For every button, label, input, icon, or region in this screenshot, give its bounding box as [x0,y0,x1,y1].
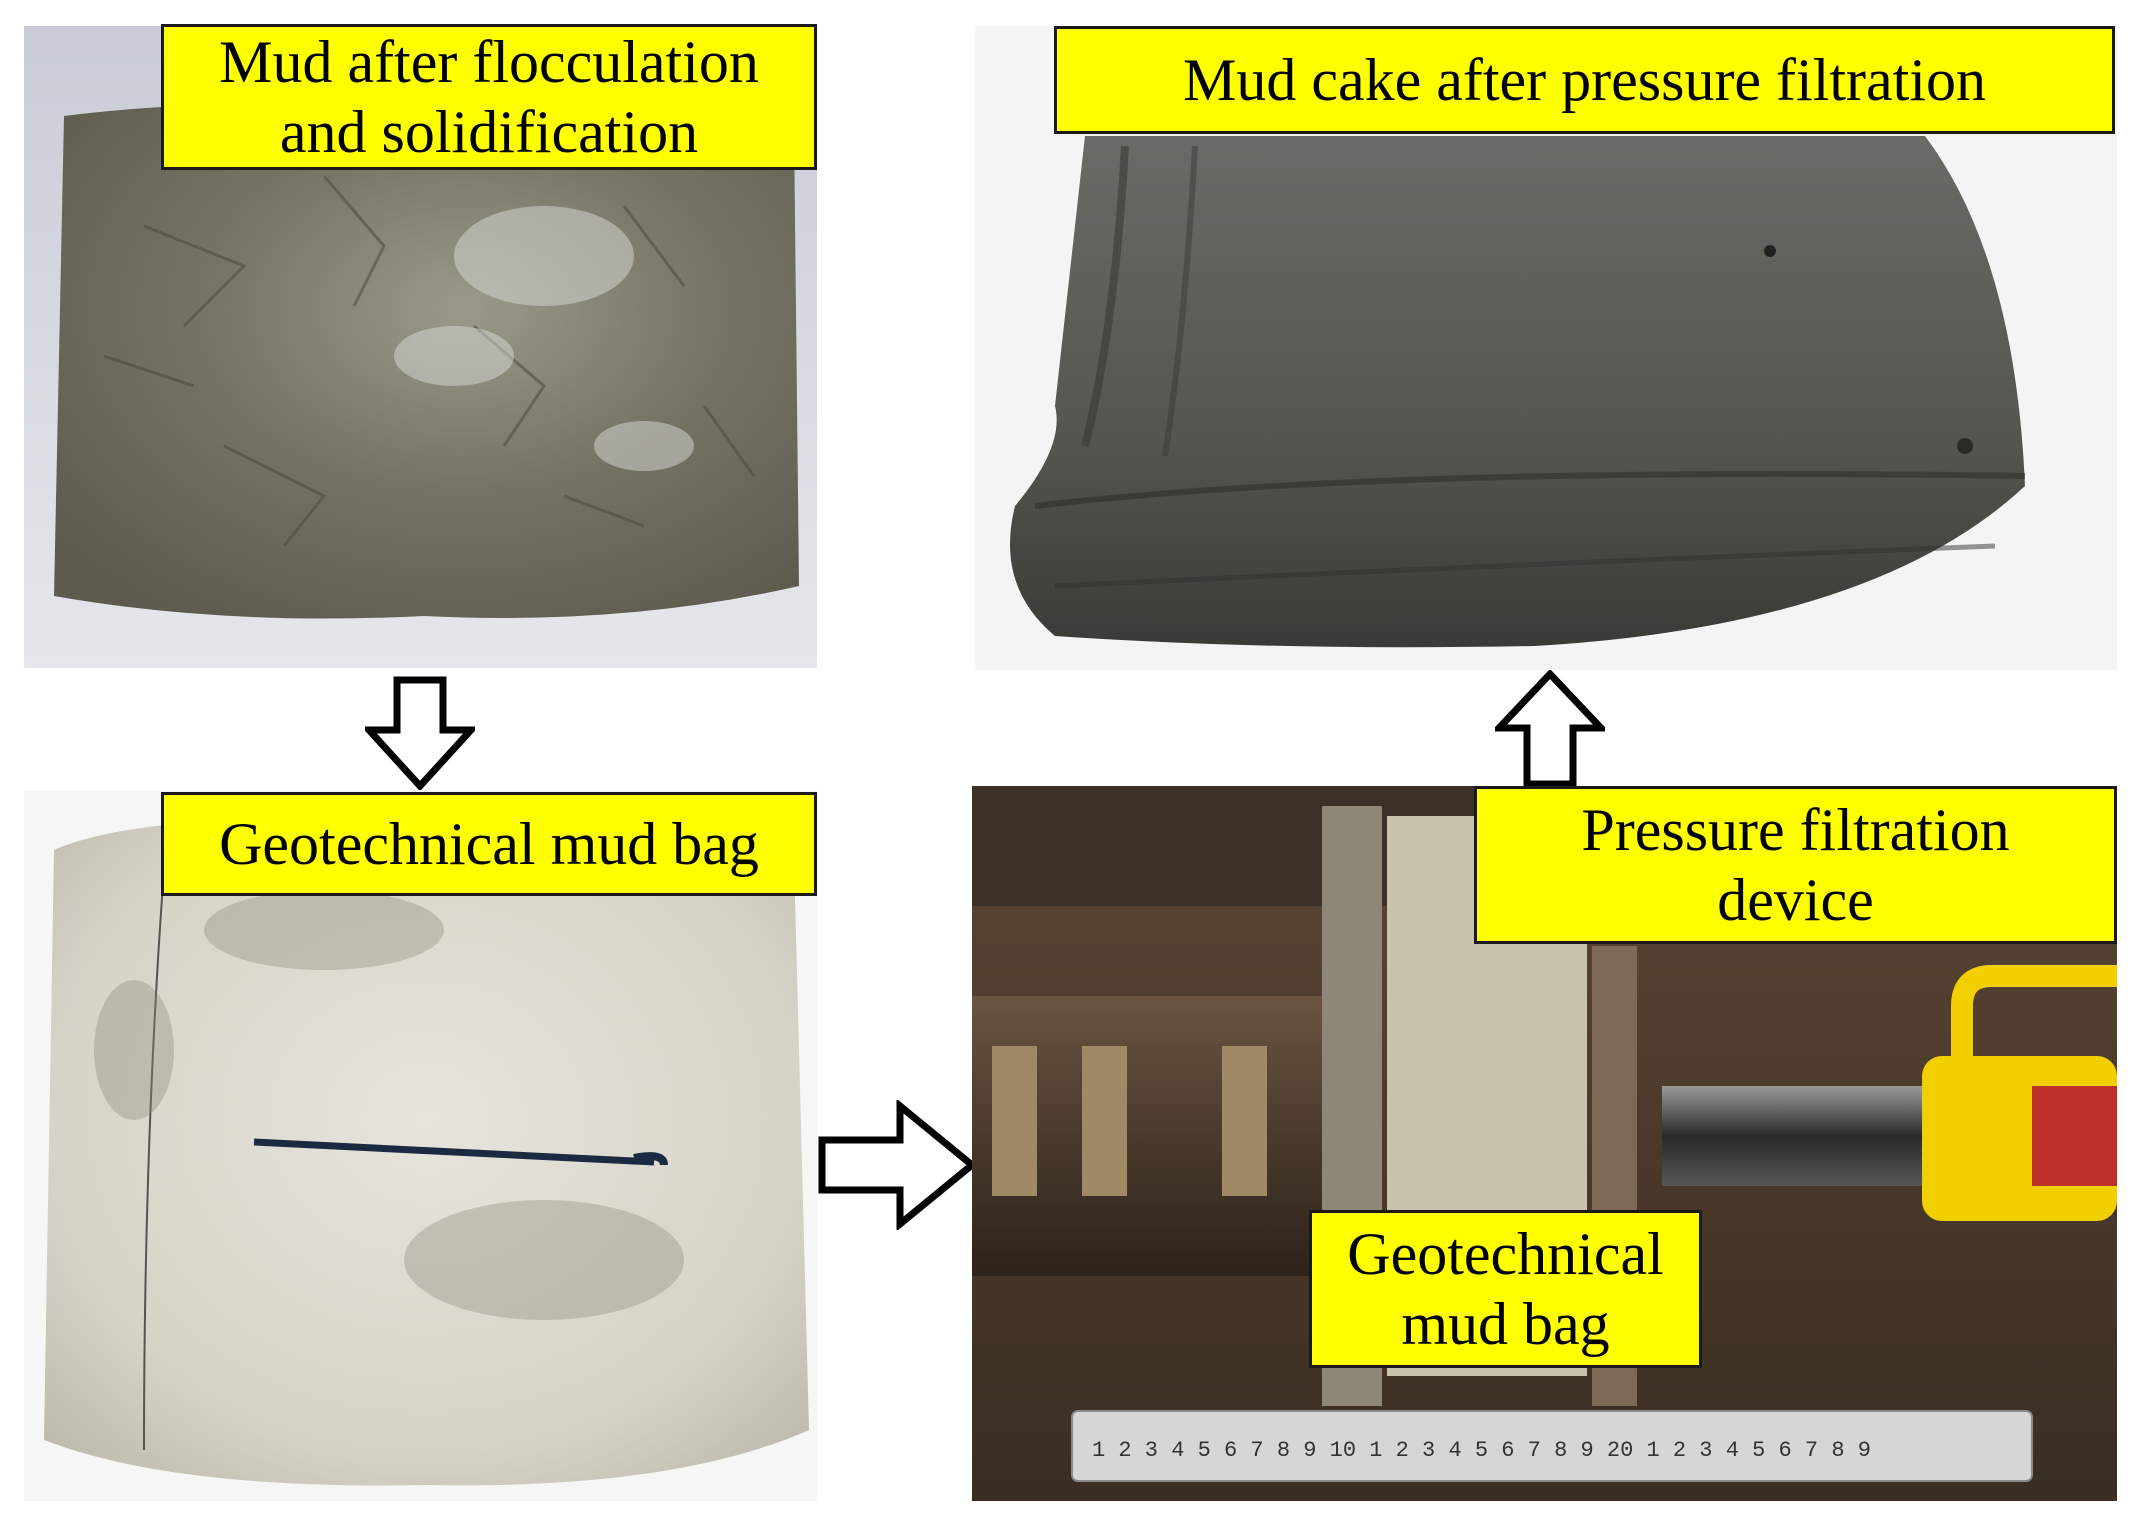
arrow-up-icon [1495,670,1605,788]
mud-flocculation-label-line-2: and solidification [279,99,699,165]
mud-bag-label-line-1: Geotechnical mud bag [219,811,759,877]
inner-mud-bag-label: Geotechnical mud bag [1309,1210,1702,1368]
filtration-device-label: Pressure filtration device [1474,786,2117,944]
mud-cake-label-line-1: Mud cake after pressure filtration [1183,47,1986,113]
filtration-device-label-line-1: Pressure filtration [1581,797,2010,863]
arrow-down-icon [365,676,475,790]
inner-mud-bag-label-line-1: Geotechnical [1347,1221,1664,1287]
filtration-device-label-line-2: device [1717,867,1874,933]
mud-cake-label: Mud cake after pressure filtration [1054,26,2115,134]
arrow-right-icon [818,1100,978,1230]
ruler-markings: 1 2 3 4 5 6 7 8 9 10 1 2 3 4 5 6 7 8 9 2… [1092,1438,1871,1463]
mud-bag-label: Geotechnical mud bag [161,792,817,896]
mud-bag-photo [24,790,817,1501]
inner-mud-bag-label-line-2: mud bag [1401,1291,1610,1357]
mud-flocculation-label: Mud after flocculation and solidificatio… [161,24,817,170]
mud-flocculation-label-line-1: Mud after flocculation [219,29,759,95]
mud-bag-image [24,790,817,1501]
